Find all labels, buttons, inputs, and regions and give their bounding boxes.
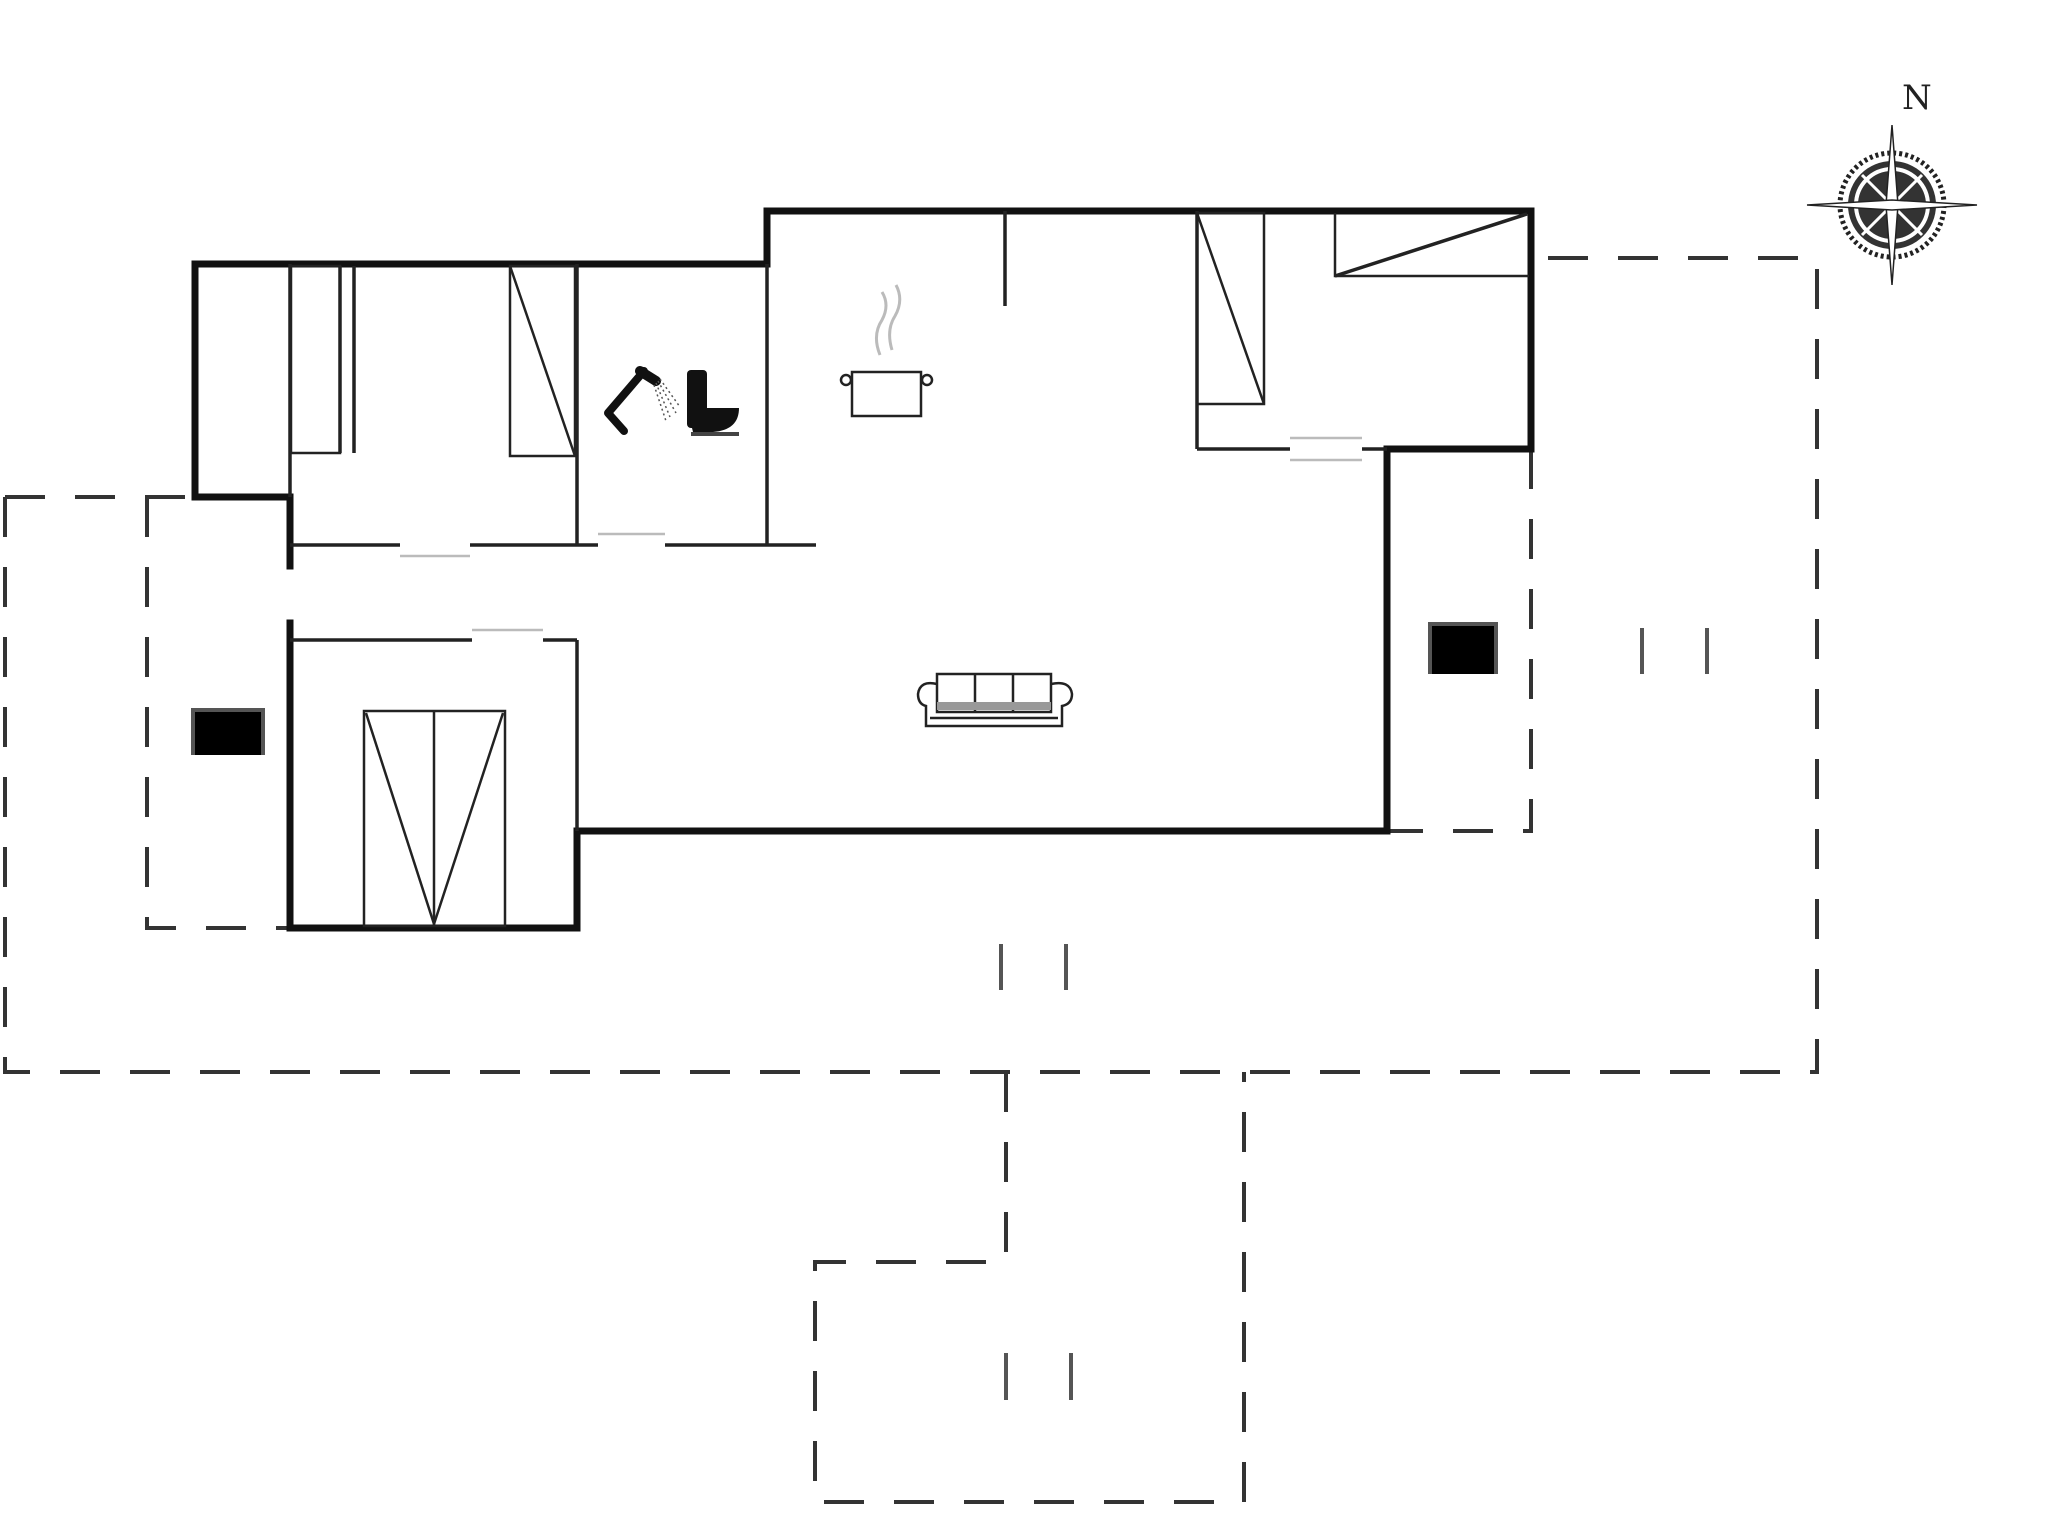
shelf-northeast [1333,212,1529,278]
door-openings [400,436,1362,632]
interior-walls [288,211,1387,831]
shower-icon [604,366,681,435]
wardrobe-hall [508,264,577,458]
sofa-icon [916,672,1074,728]
wardrobe-northeast [1195,211,1266,406]
cooking-pot-icon [839,284,934,418]
wardrobe-west [289,264,356,455]
terrace-outlines [3,256,1819,1504]
toilet-icon [687,370,739,436]
terrace-furniture [191,622,1709,1400]
compass-north-label: N [1902,78,1932,118]
exterior-walls [191,207,1535,932]
wardrobe-southwest [362,709,507,928]
compass-rose-icon [1806,124,1978,286]
